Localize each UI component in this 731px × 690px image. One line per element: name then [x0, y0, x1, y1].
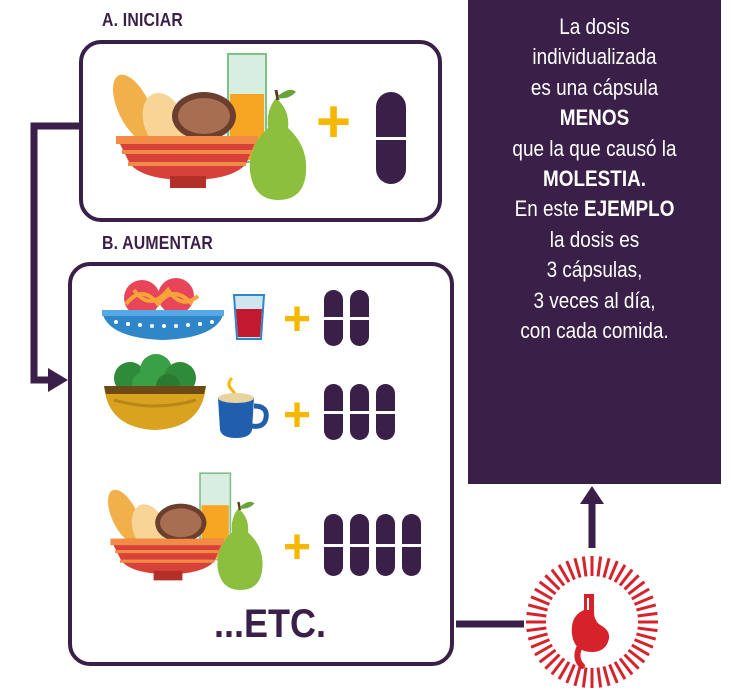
info-line-example: En este EJEMPLO	[486, 194, 704, 224]
capsule-icon	[350, 514, 369, 576]
burst-ray	[608, 560, 619, 581]
burst-ray	[544, 574, 561, 591]
capsule-icon	[350, 290, 369, 346]
burst-ray	[550, 568, 566, 587]
info-line-emphasis: EJEMPLO	[583, 196, 675, 222]
burst-ray	[618, 568, 634, 587]
burst-ray	[527, 632, 548, 641]
info-line: es una cápsula	[530, 74, 659, 100]
burst-ray	[596, 556, 603, 577]
dose-info-box: La dosis individualizada es una cápsula …	[468, 0, 721, 484]
capsule-icon	[376, 92, 406, 184]
juice-glass-icon	[232, 294, 266, 340]
plus-sign: +	[283, 389, 312, 442]
info-line: con cada comida.	[520, 318, 669, 344]
burst-ray	[573, 666, 582, 687]
burst-ray	[623, 574, 640, 591]
capsule-icon	[324, 514, 343, 576]
burst-ray	[550, 657, 566, 676]
pasta-bowl-icon	[102, 278, 224, 340]
capsule-icon	[402, 514, 421, 576]
burst-ray	[631, 643, 650, 657]
breakfast-icon	[107, 472, 263, 590]
burst-ray	[526, 626, 547, 633]
section-label-start: A. INICIAR	[102, 10, 183, 30]
info-line: que la que causó la	[512, 135, 677, 161]
etc-label: ...ETC.	[214, 602, 327, 646]
burst-ray	[623, 653, 640, 670]
burst-ray	[530, 638, 551, 649]
burst-ray	[637, 611, 658, 618]
info-line-prefix: En este	[514, 196, 584, 222]
capsule-icon	[376, 514, 395, 576]
capsule-icon	[350, 384, 369, 440]
info-line: individualizada	[532, 44, 657, 70]
burst-ray	[637, 626, 658, 633]
info-line: 3 veces al día,	[533, 287, 656, 313]
info-line: La dosis	[559, 14, 630, 39]
burst-ray	[573, 557, 582, 578]
burst-ray	[581, 667, 588, 688]
burst-ray	[602, 666, 611, 687]
info-line-emphasis: MOLESTIA.	[542, 166, 647, 192]
info-line: la dosis es	[549, 226, 640, 252]
burst-ray	[527, 603, 548, 612]
burst-ray	[633, 595, 654, 606]
burst-ray	[636, 603, 657, 612]
burst-ray	[631, 587, 650, 601]
capsule-icon	[324, 384, 343, 440]
burst-ray	[636, 632, 657, 641]
plus-sign: +	[283, 521, 312, 574]
burst-ray	[613, 564, 627, 583]
burst-ray	[627, 580, 646, 596]
burst-ray	[530, 595, 551, 606]
plus-sign: +	[316, 88, 352, 155]
burst-ray	[608, 663, 619, 684]
burst-ray	[538, 580, 557, 596]
burst-ray	[565, 663, 576, 684]
plus-sign: +	[283, 293, 312, 346]
coffee-cup-icon	[218, 376, 269, 438]
burst-ray	[565, 560, 576, 581]
info-line: 3 cápsulas,	[546, 257, 643, 283]
burst-ray	[544, 653, 561, 670]
capsule-icon	[324, 290, 343, 346]
burst-ray	[633, 638, 654, 649]
salad-bowl-icon	[104, 354, 206, 430]
burst-ray	[627, 648, 646, 664]
breakfast-icon	[112, 53, 307, 200]
capsule-icon	[376, 384, 395, 440]
burst-ray	[526, 611, 547, 618]
burst-ray	[602, 557, 611, 578]
burst-ray	[618, 657, 634, 676]
burst-ray	[538, 648, 557, 664]
burst-ray	[581, 556, 588, 577]
info-line-emphasis: MENOS	[559, 105, 630, 131]
burst-ray	[534, 643, 553, 657]
stomach-pain-icon	[526, 556, 658, 688]
section-label-increase: B. AUMENTAR	[102, 233, 214, 253]
burst-ray	[534, 587, 553, 601]
burst-ray	[557, 564, 571, 583]
flow-connector-arrow	[30, 122, 604, 628]
burst-ray	[596, 667, 603, 688]
